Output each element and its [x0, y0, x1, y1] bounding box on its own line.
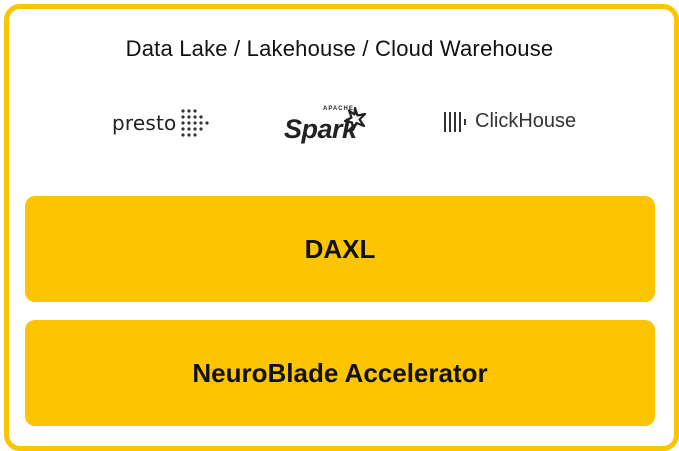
clickhouse-logo: ClickHouse [443, 110, 576, 133]
diagram-title: Data Lake / Lakehouse / Cloud Warehouse [125, 36, 554, 61]
daxl-layer: DAXL [25, 196, 655, 302]
presto-dots-icon [181, 109, 210, 137]
spark-wordmark: Spark [284, 114, 357, 144]
clickhouse-bars-icon [444, 111, 466, 132]
spark-star-icon [343, 106, 367, 132]
presto-wordmark: presto [112, 111, 177, 135]
logo-row: presto APACHE Spark [0, 100, 679, 156]
accelerator-label: NeuroBlade Accelerator [192, 357, 488, 388]
presto-logo: presto [112, 108, 214, 138]
spark-logo: APACHE Spark [282, 104, 372, 152]
spark-apache-label: APACHE [323, 106, 354, 112]
clickhouse-wordmark: ClickHouse [475, 110, 577, 132]
daxl-label: DAXL [304, 233, 376, 264]
accelerator-layer: NeuroBlade Accelerator [25, 320, 655, 426]
